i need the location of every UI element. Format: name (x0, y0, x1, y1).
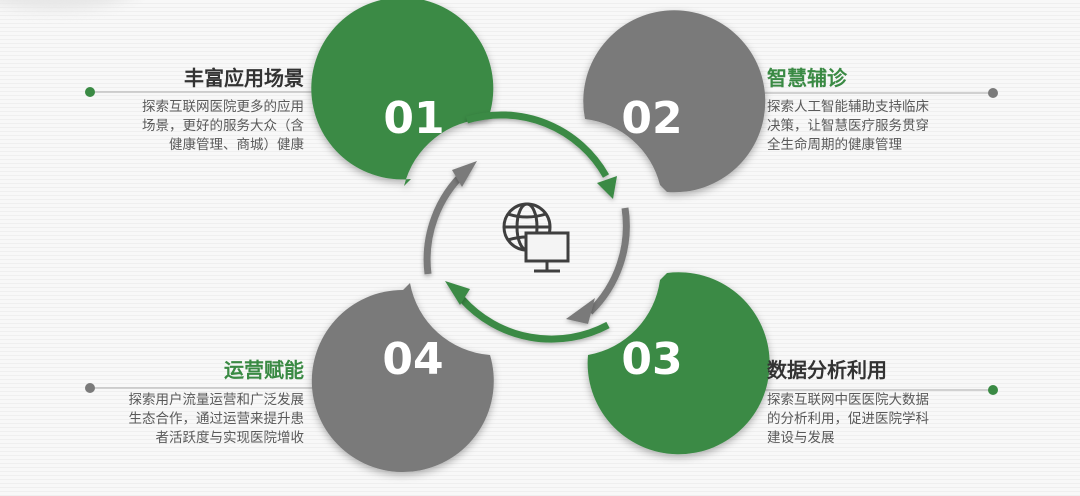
item-03: 数据分析利用 探索互联网中医医院大数据 的分析利用，促进医院学科 建设与发展 (767, 357, 929, 448)
number-02: 02 (621, 93, 682, 144)
leaf-01 (311, 0, 494, 186)
arrow-heads (445, 161, 617, 324)
item-01: 丰富应用场景 探索互联网医院更多的应用 场景，更好的服务大众（含 健康管理、商城… (142, 65, 304, 155)
leaf-02 (583, 10, 766, 193)
item-02-desc: 探索人工智能辅助支持临床 决策，让智慧医疗服务贯穿 全生命周期的健康管理 (767, 99, 929, 153)
item-04-title: 运营赋能 (224, 358, 304, 382)
number-03: 03 (621, 334, 682, 385)
number-04: 04 (382, 334, 443, 385)
item-04-desc: 探索用户流量运营和广泛发展 生态合作，通过运营来提升患 者活跃度与实现医院增收 (128, 392, 305, 446)
cycle-arrows (423, 111, 630, 343)
item-02-title: 智慧辅诊 (767, 66, 847, 90)
item-01-desc: 探索互联网医院更多的应用 场景，更好的服务大众（含 健康管理、商城）健康 (142, 99, 304, 153)
item-04: 运营赋能 探索用户流量运营和广泛发展 生态合作，通过运营来提升患 者活跃度与实现… (129, 357, 305, 448)
leaf-04 (311, 283, 494, 472)
item-01-title: 丰富应用场景 (184, 66, 304, 90)
background-decoration (0, 0, 150, 10)
item-03-desc: 探索互联网中医医院大数据 的分析利用，促进医院学科 建设与发展 (767, 392, 929, 446)
item-02: 智慧辅诊 探索人工智能辅助支持临床 决策，让智慧医疗服务贯穿 全生命周期的健康管… (767, 65, 929, 155)
item-03-title: 数据分析利用 (767, 358, 887, 382)
globe-computer-icon (502, 202, 570, 273)
number-01: 01 (383, 93, 444, 144)
leaf-03 (587, 272, 770, 455)
